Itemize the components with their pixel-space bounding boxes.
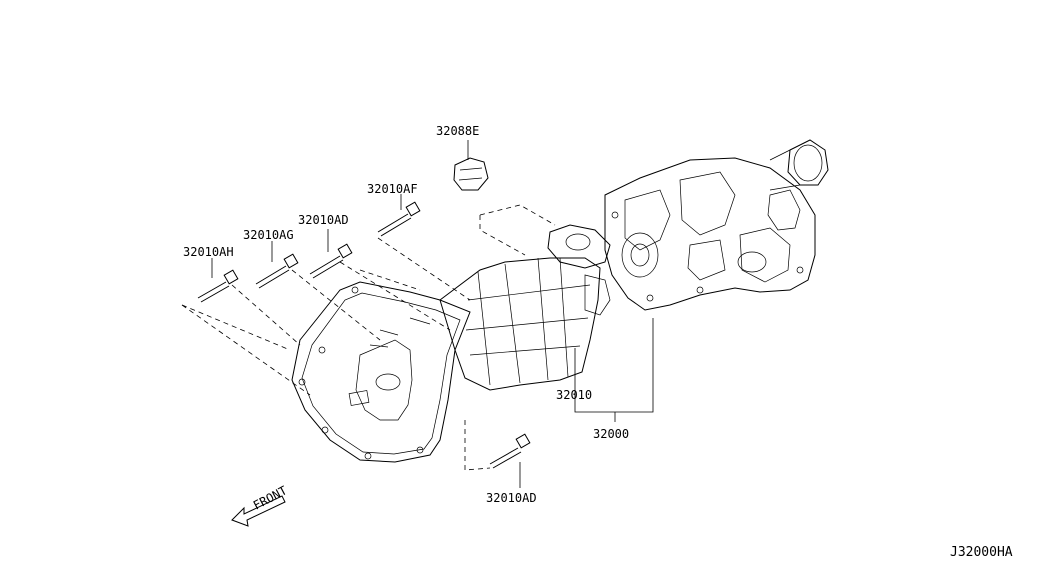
bolt-32010AD-bottom [489, 433, 531, 469]
callout-32088E: 32088E [436, 124, 479, 138]
sensor-part [453, 157, 489, 191]
bolt-32010AH [197, 269, 239, 303]
front-label: FRONT [251, 483, 289, 512]
callout-32010AH: 32010AH [183, 245, 234, 259]
callout-32010AG: 32010AG [243, 228, 294, 242]
bell-housing [291, 281, 471, 463]
callout-32010AD-bottom: 32010AD [486, 491, 537, 505]
output-flange [769, 139, 829, 191]
diagram-reference-code: J32000HA [950, 545, 1013, 560]
transfer-case [604, 157, 816, 311]
callout-32010AF: 32010AF [367, 182, 418, 196]
leader-lines [211, 140, 654, 488]
callout-32010AD-top: 32010AD [298, 213, 349, 227]
callout-32010: 32010 [556, 388, 592, 402]
transmission-case [439, 224, 611, 391]
assembly-dashed-lines [181, 204, 556, 471]
bolt-32010AG [255, 253, 299, 289]
bolt-32010AD-top [309, 243, 353, 279]
bolt-32010AF [377, 201, 421, 237]
front-direction-arrow [231, 495, 286, 527]
callout-32000: 32000 [593, 427, 629, 441]
